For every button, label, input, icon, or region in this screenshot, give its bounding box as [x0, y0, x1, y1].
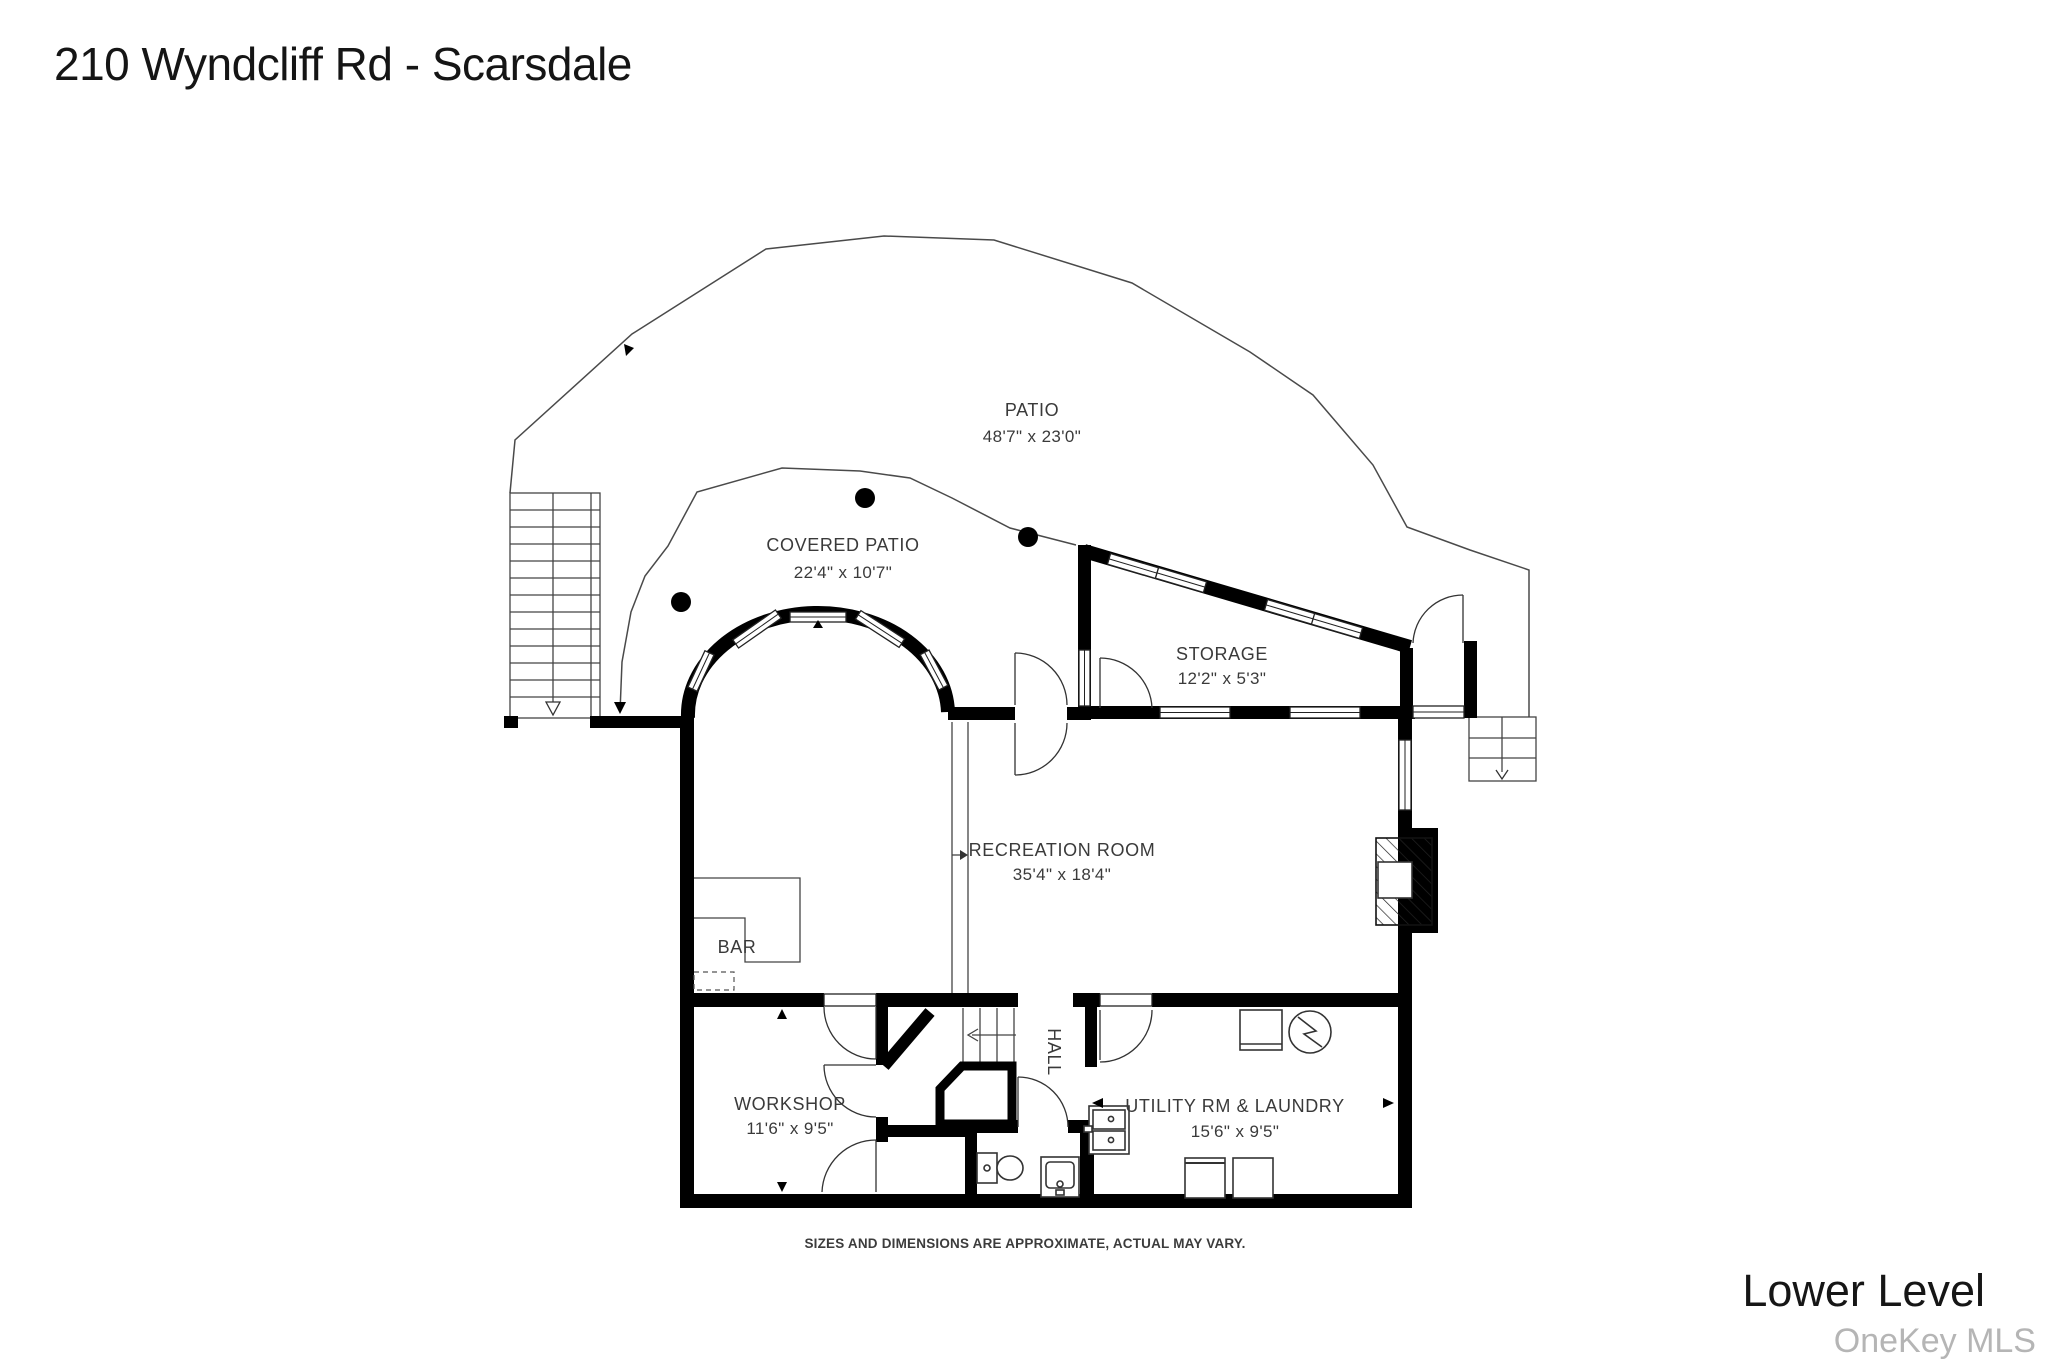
toilet-bowl: [996, 1155, 1024, 1181]
page-title: 210 Wyndcliff Rd - Scarsdale: [54, 38, 632, 90]
room-dim-recreation: 35'4" x 18'4": [1013, 865, 1111, 884]
room-label-recreation: RECREATION ROOM: [969, 840, 1156, 860]
left-staircase: [509, 492, 601, 719]
room-label-storage: STORAGE: [1176, 644, 1268, 664]
under-stair-closet: [935, 1061, 1017, 1129]
interior-stairs: [962, 1008, 1016, 1062]
floor-level-label: Lower Level: [1742, 1265, 1985, 1316]
stairs-down-arrow: [544, 701, 562, 717]
bar-counter: [693, 877, 801, 991]
utility-fixtures: [1083, 1009, 1332, 1199]
patio-outline: [509, 235, 1530, 717]
column-icon: [671, 592, 691, 612]
fireplace: [1375, 828, 1438, 933]
room-label-covered-patio: COVERED PATIO: [766, 535, 919, 555]
room-dim-covered-patio: 22'4" x 10'7": [794, 563, 892, 582]
room-label-workshop: WORKSHOP: [734, 1094, 846, 1114]
room-dim-utility: 15'6" x 9'5": [1191, 1122, 1280, 1141]
room-label-bar: BAR: [718, 937, 757, 957]
column-icon: [855, 488, 875, 508]
arch-windows: [687, 609, 949, 693]
room-label-patio: PATIO: [1005, 400, 1059, 420]
room-dim-storage: 12'2" x 5'3": [1178, 669, 1267, 688]
covered-patio-arrow: [614, 702, 626, 714]
watermark-logo: OneKey MLS: [1834, 1322, 2036, 1360]
doors: [821, 594, 1464, 1193]
right-staircase: [1468, 716, 1537, 782]
washer: [1184, 1157, 1226, 1199]
laundry-sink: [1083, 1105, 1130, 1155]
ceiling-break-lines: [951, 722, 969, 993]
room-dim-workshop: 11'6" x 9'5": [746, 1119, 833, 1138]
room-label-hall: HALL: [1044, 1028, 1064, 1075]
patio-direction-tick: [624, 344, 634, 356]
room-label-utility: UTILITY RM & LAUNDRY: [1125, 1096, 1344, 1116]
column-icon: [1018, 527, 1038, 547]
covered-patio-outline: [614, 467, 1077, 714]
disclaimer-text: SIZES AND DIMENSIONS ARE APPROXIMATE, AC…: [804, 1236, 1245, 1251]
dimension-ticks: [777, 620, 1394, 1192]
room-dim-patio: 48'7" x 23'0": [983, 427, 1081, 446]
patio-columns: [671, 488, 1038, 612]
windows: [823, 649, 1465, 1007]
stairs-down-arrow: [1495, 769, 1509, 781]
bathroom-fixtures: [976, 1152, 1080, 1198]
dryer: [1232, 1157, 1274, 1199]
storage-slope-windows: [1106, 552, 1364, 640]
